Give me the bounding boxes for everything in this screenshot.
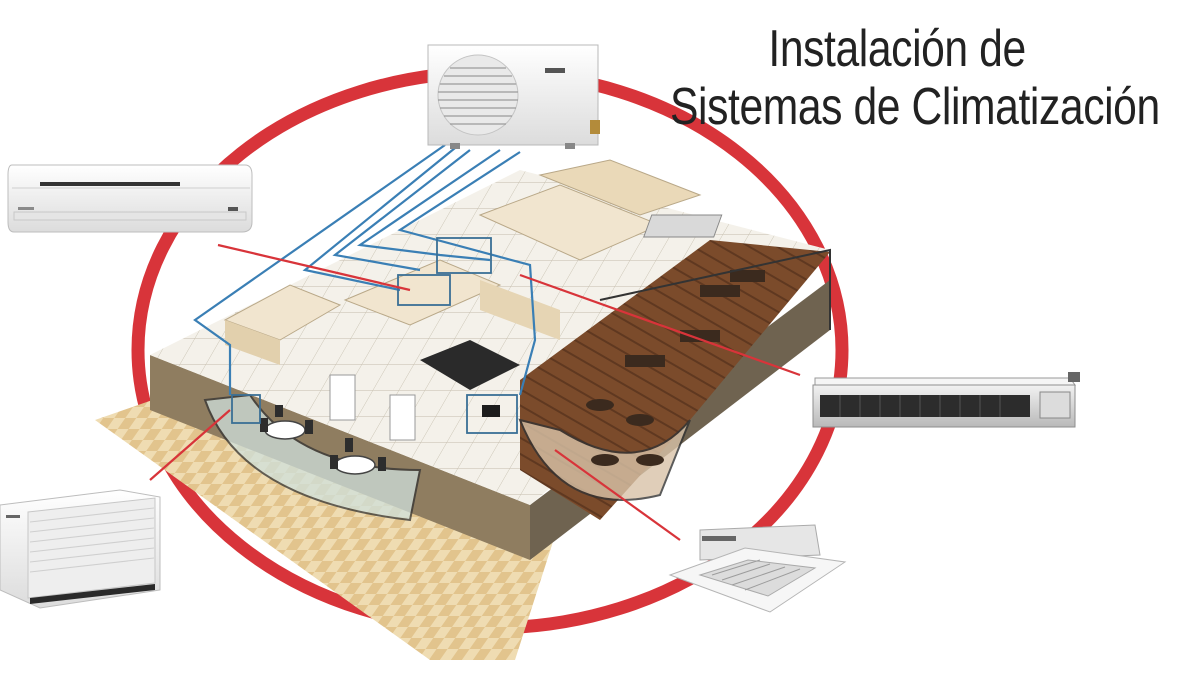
title-line-1: Instalación de [768, 20, 1026, 78]
title-line-2: Sistemas de Climatización [670, 78, 1160, 136]
unit-location-markers [231, 237, 518, 434]
ceiling-cassette-unit-icon [668, 524, 847, 613]
leader-lines [149, 243, 801, 541]
outdoor-condenser-icon [427, 44, 600, 149]
building-floorplan [95, 159, 831, 660]
refrigerant-pipes [193, 144, 537, 396]
wall-split-unit-icon [7, 164, 253, 233]
ducted-unit-icon [812, 372, 1080, 428]
page-title: Instalación de Sistemas de Climatización [670, 20, 1160, 136]
floor-console-unit-icon [0, 489, 161, 609]
